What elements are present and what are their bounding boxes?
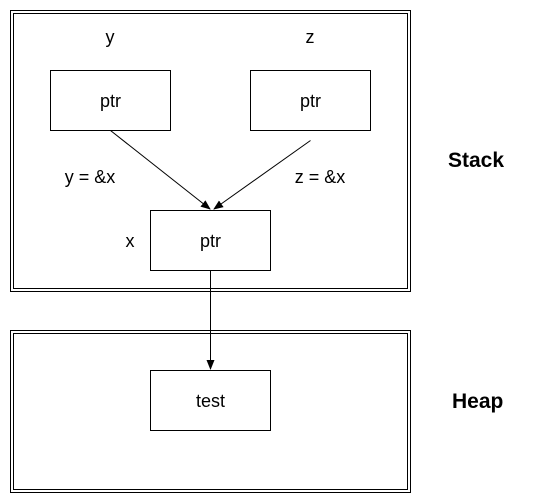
edge-z-label: z = &x bbox=[295, 167, 346, 187]
variable-x-node: ptr bbox=[150, 210, 271, 271]
variable-y-content: ptr bbox=[100, 91, 121, 111]
heap-object-node: test bbox=[150, 370, 271, 431]
variable-z-name: z bbox=[306, 27, 315, 47]
variable-z-node: ptr bbox=[250, 70, 371, 131]
variable-z-content: ptr bbox=[300, 91, 321, 111]
variable-y-node: ptr bbox=[50, 70, 171, 131]
variable-x-name: x bbox=[126, 231, 135, 251]
stack-label: Stack bbox=[448, 149, 504, 172]
variable-x-content: ptr bbox=[200, 231, 221, 251]
edge-y-label: y = &x bbox=[65, 167, 116, 187]
edge-y-to-x bbox=[110, 130, 211, 210]
heap-label: Heap bbox=[452, 390, 503, 413]
edge-z-to-x bbox=[213, 140, 311, 210]
variable-y-name: y bbox=[106, 27, 115, 47]
heap-object-content: test bbox=[196, 391, 225, 411]
